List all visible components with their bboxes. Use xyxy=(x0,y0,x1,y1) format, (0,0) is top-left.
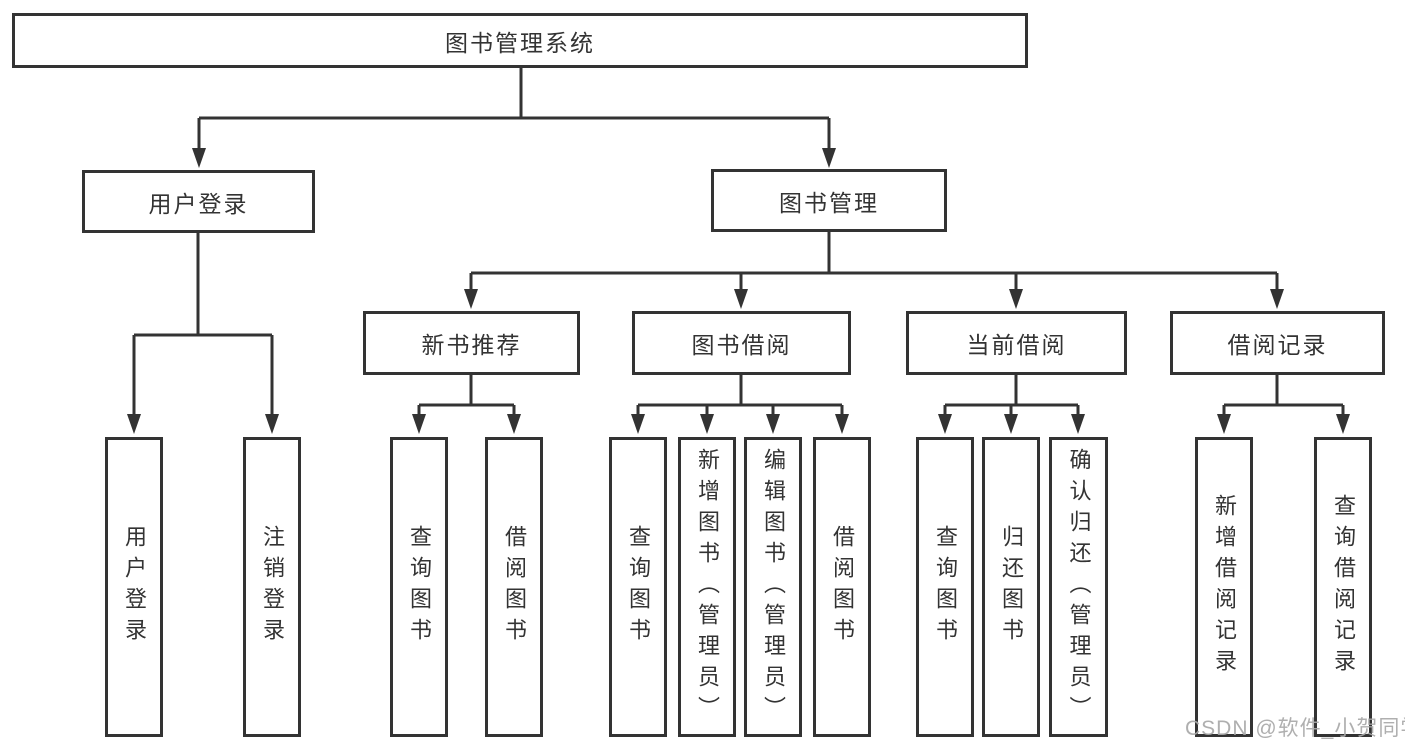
leaf-query-books-borrow: 查询图书 xyxy=(609,437,667,737)
leaf-label: 用户登录 xyxy=(122,525,147,649)
leaf-logout: 注销登录 xyxy=(243,437,301,737)
node-label: 当前借阅 xyxy=(966,332,1067,358)
leaf-label: 借阅图书 xyxy=(502,525,527,649)
leaf-add-books-admin: 新增图书（管理员） xyxy=(678,437,736,737)
node-current-borrow: 当前借阅 xyxy=(906,311,1127,375)
leaf-borrow-books: 借阅图书 xyxy=(813,437,871,737)
leaf-label: 确认归还（管理员） xyxy=(1066,447,1092,727)
leaf-label: 归还图书 xyxy=(999,525,1024,649)
leaf-label: 新增图书（管理员） xyxy=(695,447,720,727)
leaf-user-login: 用户登录 xyxy=(105,437,163,737)
leaf-confirm-return-admin: 确认归还（管理员） xyxy=(1049,437,1108,737)
node-root: 图书管理系统 xyxy=(12,13,1028,68)
leaf-label: 新增借阅记录 xyxy=(1212,494,1237,680)
node-user-login-branch: 用户登录 xyxy=(82,170,315,233)
node-label: 图书借阅 xyxy=(691,332,792,358)
leaf-return-books: 归还图书 xyxy=(982,437,1040,737)
leaf-query-books-current: 查询图书 xyxy=(916,437,974,737)
leaf-query-books-recommend: 查询图书 xyxy=(390,437,448,737)
node-root-label: 图书管理系统 xyxy=(445,29,595,56)
leaf-query-borrow-record: 查询借阅记录 xyxy=(1314,437,1372,737)
leaf-label: 借阅图书 xyxy=(830,525,855,649)
leaf-borrow-books-recommend: 借阅图书 xyxy=(485,437,543,737)
leaf-edit-books-admin: 编辑图书（管理员） xyxy=(744,437,802,737)
node-book-borrow: 图书借阅 xyxy=(632,311,851,375)
leaf-label: 查询图书 xyxy=(626,525,651,649)
leaf-label: 注销登录 xyxy=(260,525,285,649)
node-label: 借阅记录 xyxy=(1227,332,1328,358)
watermark: CSDN @软件_小贺同学 xyxy=(1185,717,1405,740)
node-label: 用户登录 xyxy=(148,190,249,217)
leaf-label: 查询图书 xyxy=(933,525,958,649)
leaf-label: 查询图书 xyxy=(407,525,432,649)
leaf-label: 编辑图书（管理员） xyxy=(761,447,786,727)
node-book-management: 图书管理 xyxy=(711,169,947,232)
node-label: 图书管理 xyxy=(779,189,879,216)
leaf-label: 查询借阅记录 xyxy=(1331,494,1356,680)
leaf-add-borrow-record: 新增借阅记录 xyxy=(1195,437,1253,737)
node-new-book-recommend: 新书推荐 xyxy=(363,311,580,375)
node-borrow-records: 借阅记录 xyxy=(1170,311,1385,375)
node-label: 新书推荐 xyxy=(421,332,522,358)
